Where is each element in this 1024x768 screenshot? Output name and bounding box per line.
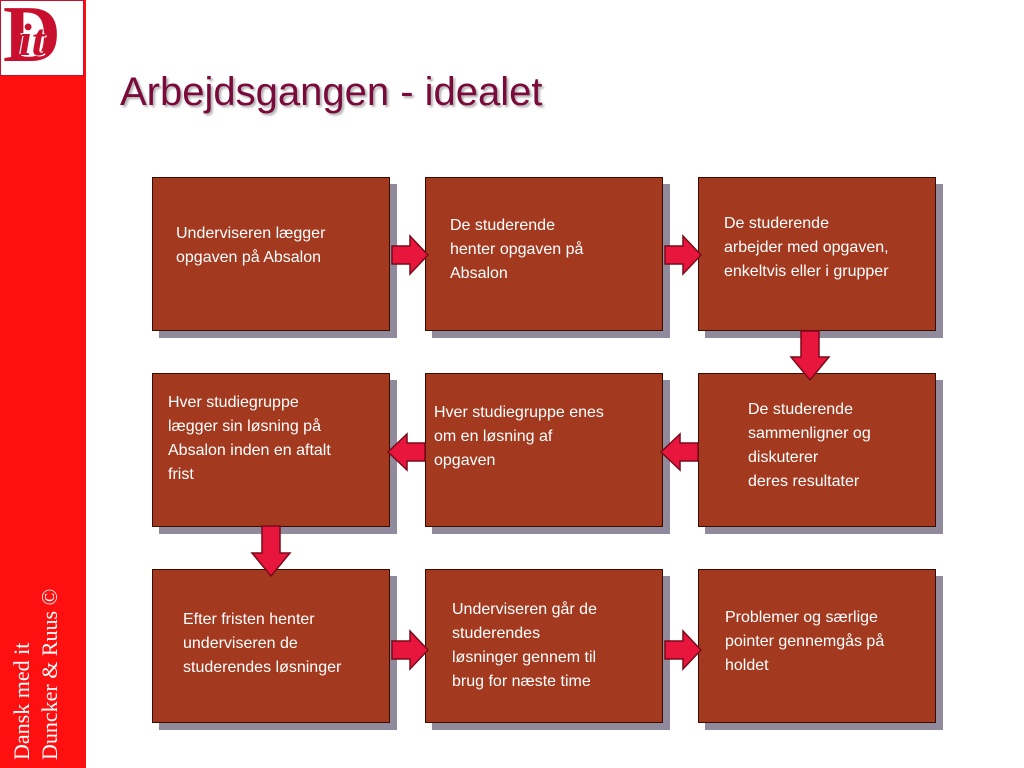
step-box-9: Problemer og særlige pointer gennemgås p… xyxy=(698,569,936,723)
logo-sub: it xyxy=(19,14,45,65)
step-box-7: Efter fristen henter underviseren de stu… xyxy=(152,569,390,723)
arrow-right-8-9 xyxy=(664,629,703,671)
step-box-8: Underviseren går de studerendes løsninge… xyxy=(425,569,663,723)
arrow-down-3-6 xyxy=(789,330,831,382)
arrow-right-1-2 xyxy=(391,234,430,276)
logo-letter: D xyxy=(3,0,61,79)
step-text-1: Underviseren lægger opgaven på Absalon xyxy=(176,225,326,266)
step-text-6: De studerende sammenligner og diskuterer… xyxy=(748,401,871,490)
arrow-left-5-4 xyxy=(386,432,426,472)
step-box-1: Underviseren lægger opgaven på Absalon xyxy=(152,177,390,331)
step-text-7: Efter fristen henter underviseren de stu… xyxy=(183,611,342,676)
sidebar-band: D it Dansk med it Duncker & Ruus © xyxy=(0,0,86,768)
step-box-3: De studerende arbejder med opgaven, enke… xyxy=(698,177,936,331)
step-box-4: Hver studiegruppe lægger sin løsning på … xyxy=(152,373,390,527)
step-box-2: De studerende henter opgaven på Absalon xyxy=(425,177,663,331)
step-text-3: De studerende arbejder med opgaven, enke… xyxy=(724,215,889,280)
step-text-5: Hver studiegruppe enes om en løsning af … xyxy=(434,404,604,469)
step-box-6: De studerende sammenligner og diskuterer… xyxy=(698,373,936,527)
step-text-4: Hver studiegruppe lægger sin løsning på … xyxy=(168,394,331,483)
step-text-9: Problemer og særlige pointer gennemgås p… xyxy=(725,609,885,674)
arrow-right-7-8 xyxy=(391,629,430,671)
arrow-left-6-5 xyxy=(659,432,699,472)
logo: D it xyxy=(0,0,84,76)
arrow-down-4-7 xyxy=(250,525,292,578)
arrow-right-2-3 xyxy=(664,234,703,276)
page-title: Arbejdsgangen - idealet xyxy=(120,70,543,114)
step-text-2: De studerende henter opgaven på Absalon xyxy=(450,217,584,282)
step-text-8: Underviseren går de studerendes løsninge… xyxy=(452,601,597,690)
